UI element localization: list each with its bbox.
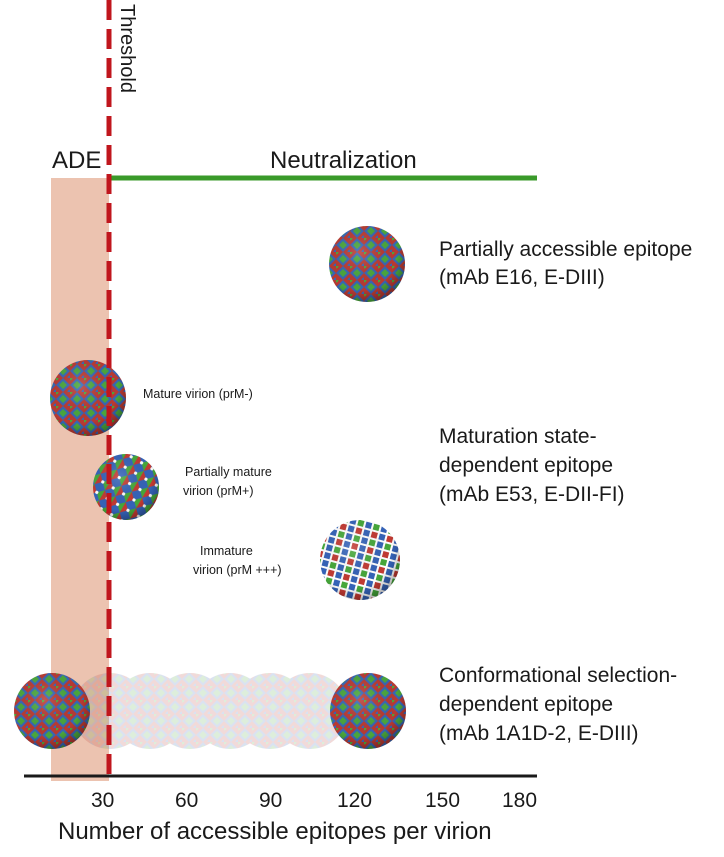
virion-partially-mature	[93, 454, 159, 520]
threshold-label: Threshold	[116, 4, 138, 93]
epitope-maturation-line1: Maturation state-	[439, 425, 597, 448]
neutralization-label: Neutralization	[270, 147, 417, 174]
virion-label-mature: Mature virion (prM-)	[143, 387, 253, 401]
x-tick-label: 30	[91, 789, 115, 812]
x-tick-label: 150	[425, 789, 461, 812]
virion-conformational-left	[14, 673, 90, 749]
x-tick-label: 60	[175, 789, 199, 812]
ghost-virions	[72, 673, 348, 749]
epitope-partial-line2: (mAb E16, E-DIII)	[439, 266, 605, 289]
ade-label: ADE	[52, 147, 102, 174]
virion-label-partially-mature-1: Partially mature	[185, 465, 272, 479]
virion-label-immature-2: virion (prM +++)	[193, 563, 282, 577]
x-tick-label: 90	[259, 789, 283, 812]
epitope-conformational-line1: Conformational selection-	[439, 664, 678, 687]
virion-conformational-right	[330, 673, 406, 749]
virion-label-immature-1: Immature	[200, 544, 253, 558]
virion-mature	[50, 360, 126, 436]
x-tick-label: 180	[502, 789, 538, 812]
virion-immature	[320, 520, 400, 600]
x-tick-label: 120	[337, 789, 373, 812]
epitope-maturation-line2: dependent epitope	[439, 454, 613, 477]
virion-label-partially-mature-2: virion (prM+)	[183, 484, 254, 498]
x-axis-title: Number of accessible epitopes per virion	[58, 818, 492, 845]
virion-partially-accessible	[329, 226, 405, 302]
epitope-partial-line1: Partially accessible epitope	[439, 238, 693, 261]
epitope-conformational-line2: dependent epitope	[439, 693, 613, 716]
epitope-maturation-line3: (mAb E53, E-DII-FI)	[439, 483, 625, 506]
epitope-conformational-line3: (mAb 1A1D-2, E-DIII)	[439, 722, 639, 745]
